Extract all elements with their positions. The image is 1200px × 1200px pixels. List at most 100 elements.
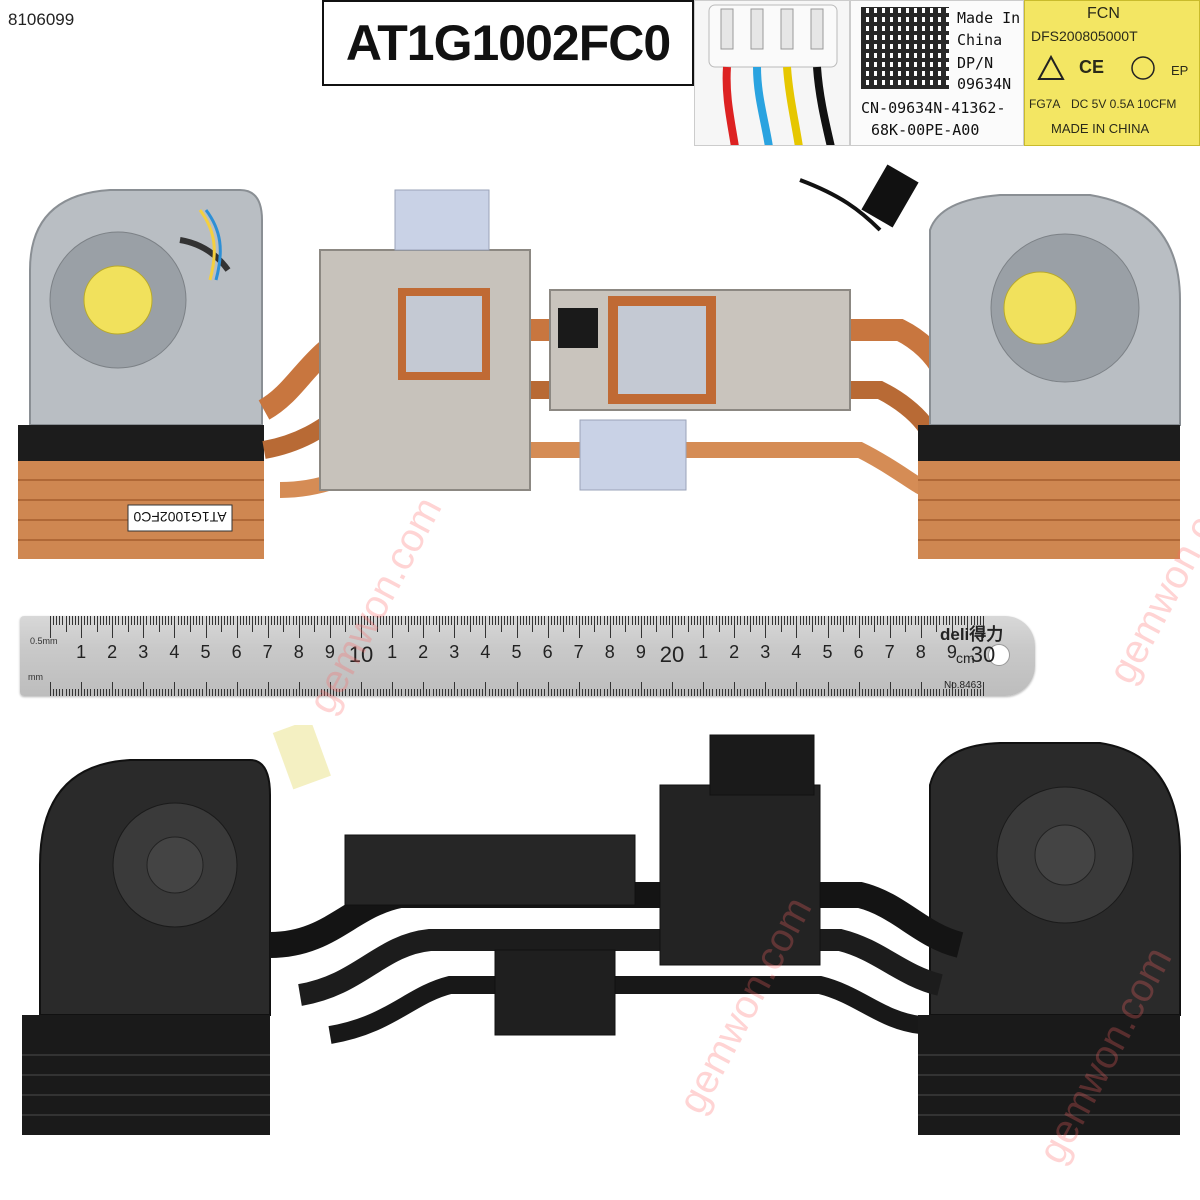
ruler-tick — [370, 616, 372, 625]
right-fan-black — [929, 742, 1181, 1016]
ruler-tick — [616, 689, 618, 696]
ruler-tick — [227, 689, 229, 696]
ruler-tick — [653, 616, 655, 625]
ruler-tick — [659, 689, 661, 696]
ruler-tick — [699, 689, 701, 696]
ruler-tick — [429, 689, 431, 696]
ruler-tick — [665, 616, 667, 625]
ruler-tick — [550, 689, 552, 696]
ruler-tick — [849, 689, 851, 696]
ruler-tick — [221, 689, 223, 696]
ruler-tick — [53, 689, 55, 696]
ruler-tick — [416, 689, 418, 696]
ruler-tick — [407, 616, 409, 632]
ruler-tick — [454, 682, 456, 696]
ruler-hanging-hole — [988, 644, 1010, 666]
ruler-tick — [780, 616, 782, 632]
ruler-tick — [762, 616, 764, 625]
ruler-tick — [50, 682, 51, 696]
ruler-tick — [488, 689, 490, 696]
ruler-tick — [597, 689, 599, 696]
ruler-tick — [339, 616, 341, 625]
ruler-tick — [656, 616, 658, 632]
ruler-tick — [152, 616, 154, 625]
ruler-tick — [426, 616, 428, 625]
ruler-tick — [696, 689, 698, 696]
ruler-tick — [507, 616, 509, 625]
ruler-tick — [727, 689, 729, 696]
ruler-tick — [672, 616, 673, 638]
ruler-tick — [522, 689, 524, 696]
ruler-tick — [765, 616, 767, 638]
ruler-tick — [815, 616, 817, 625]
ruler-tick — [927, 616, 929, 625]
ruler-tick — [361, 616, 362, 638]
ruler-tick — [588, 616, 590, 625]
ruler-tick — [958, 689, 960, 696]
ruler-tick — [665, 689, 667, 696]
ruler-tick — [267, 616, 269, 638]
ruler-tick — [967, 616, 969, 632]
ruler-tick — [351, 616, 353, 625]
ruler-tick — [183, 689, 185, 696]
ruler-tick — [724, 689, 726, 696]
ruler-tick — [171, 689, 173, 696]
ruler-tick — [895, 616, 897, 625]
ruler-tick — [270, 616, 272, 625]
ruler-tick — [249, 616, 251, 625]
ruler-tick — [385, 616, 387, 625]
ruler-tick — [404, 689, 406, 696]
ruler-tick — [357, 689, 359, 696]
ruler-tick — [581, 689, 583, 696]
ruler-tick — [65, 616, 67, 632]
ruler-tick — [267, 682, 269, 696]
ruler-tick — [802, 689, 804, 696]
ruler-tick — [485, 682, 487, 696]
ruler-tick — [672, 682, 673, 696]
ruler-tick — [513, 689, 515, 696]
ruler-tick — [264, 616, 266, 625]
ruler-tick — [469, 616, 471, 632]
ruler-number: 3 — [449, 642, 460, 662]
ruler-tick — [519, 689, 521, 696]
ruler-tick — [71, 616, 73, 625]
ruler-tick — [923, 689, 925, 696]
heatsink-sticker-text: AT1G1002FC0 — [133, 509, 226, 525]
ruler-tick — [345, 616, 347, 632]
ruler-tick — [703, 616, 705, 638]
ruler-tick — [441, 689, 443, 696]
ruler-tick — [513, 616, 515, 625]
ruler-tick — [774, 689, 776, 696]
ruler-tick — [532, 689, 534, 696]
ruler-tick — [681, 616, 683, 625]
gpu-contact-pad — [406, 296, 482, 372]
ruler-tick — [485, 616, 487, 638]
ruler-tick — [479, 616, 481, 625]
ruler-tick — [165, 616, 167, 625]
ruler-tick — [715, 616, 717, 625]
ruler-tick — [183, 616, 185, 625]
ruler-tick — [429, 616, 431, 625]
ruler-tick — [759, 616, 761, 625]
ruler-tick — [563, 616, 565, 632]
ruler-tick — [376, 689, 378, 696]
ruler-tick — [951, 616, 953, 638]
ruler-tick — [233, 689, 235, 696]
ruler-tick — [249, 689, 251, 696]
ruler-model-number: No.8463 — [944, 680, 982, 691]
ruler-tick — [653, 689, 655, 696]
ruler-tick — [749, 616, 751, 632]
ruler-tick — [211, 689, 213, 696]
ruler-tick — [911, 616, 913, 625]
ruler-number: 5 — [511, 642, 522, 662]
ruler-tick — [827, 616, 829, 638]
ruler-tick — [261, 616, 263, 625]
ruler-tick — [821, 689, 823, 696]
ruler-tick — [609, 616, 611, 638]
ruler-tick — [130, 616, 132, 625]
ruler-tick — [721, 616, 723, 625]
ruler-tick — [345, 689, 347, 696]
ruler-tick — [168, 616, 170, 625]
ruler-tick — [718, 616, 720, 632]
ruler-tick — [177, 616, 179, 625]
